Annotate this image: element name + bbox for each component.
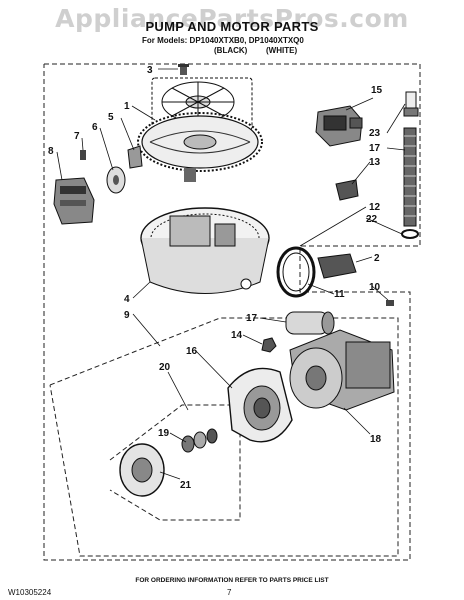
part-16-pump-housing [227, 367, 293, 443]
callout-17-upper: 17 [369, 143, 381, 154]
part-10-screw [386, 300, 394, 306]
callout-9: 9 [124, 310, 130, 321]
part-23-hose-fitting [403, 91, 419, 117]
callout-15: 15 [371, 85, 383, 96]
callout-12: 12 [369, 202, 381, 213]
part-11-seal [276, 246, 316, 298]
callout-17-lower: 17 [246, 313, 258, 324]
callout-11: 11 [334, 289, 345, 300]
callout-10: 10 [369, 282, 381, 293]
callout-19: 19 [158, 428, 170, 439]
callout-8: 8 [48, 146, 54, 157]
callout-21: 21 [180, 480, 192, 491]
part-1-chopper-ring [137, 112, 263, 182]
callout-7: 7 [74, 131, 80, 142]
part-19-shaft-seal [181, 428, 218, 453]
callout-22: 22 [366, 214, 378, 225]
part-6-gear [106, 166, 126, 194]
part-18-motor [289, 329, 395, 411]
page-title: PUMP AND MOTOR PARTS [145, 19, 319, 34]
part-4-sump [140, 207, 270, 294]
part-13-clip [335, 179, 359, 201]
callout-14: 14 [231, 330, 243, 341]
callout-20: 20 [159, 362, 171, 373]
variant-black: (BLACK) [214, 46, 248, 55]
callout-6: 6 [92, 122, 98, 133]
impeller-subassembly-outline [109, 404, 241, 521]
models-line: For Models: DP1040XTXB0, DP1040XTXQ0 [142, 36, 304, 45]
callout-16: 16 [186, 346, 198, 357]
part-22-clamp [401, 229, 419, 239]
part-17-capacitor [285, 311, 335, 335]
callout-23: 23 [369, 128, 381, 139]
callout-2: 2 [374, 253, 380, 264]
upper-assembly-outline [43, 63, 421, 561]
page-number: 7 [227, 588, 232, 597]
callout-1: 1 [124, 101, 130, 112]
callout-13: 13 [369, 157, 381, 168]
callout-18: 18 [370, 434, 382, 445]
part-17-flex-tube [403, 127, 417, 227]
part-8-diverter [53, 177, 95, 225]
callout-5: 5 [108, 112, 114, 123]
part-5-cam [127, 145, 143, 169]
ordering-note: FOR ORDERING INFORMATION REFER TO PARTS … [135, 577, 329, 584]
part-21-impeller [119, 443, 165, 497]
part-14-nut [261, 337, 277, 353]
document-number: W10305224 [8, 588, 52, 597]
callout-3: 3 [147, 65, 153, 76]
watermark: AppliancePartsPros.com [55, 4, 409, 33]
part-3-screw [178, 64, 189, 75]
part-2-bracket [317, 253, 357, 279]
variant-white: (WHITE) [266, 46, 298, 55]
part-7-screw [80, 150, 86, 160]
pump-assembly-outline [49, 317, 399, 557]
part-filter-cover [151, 77, 253, 131]
part-15-valve [315, 105, 363, 147]
callout-4: 4 [124, 294, 130, 305]
